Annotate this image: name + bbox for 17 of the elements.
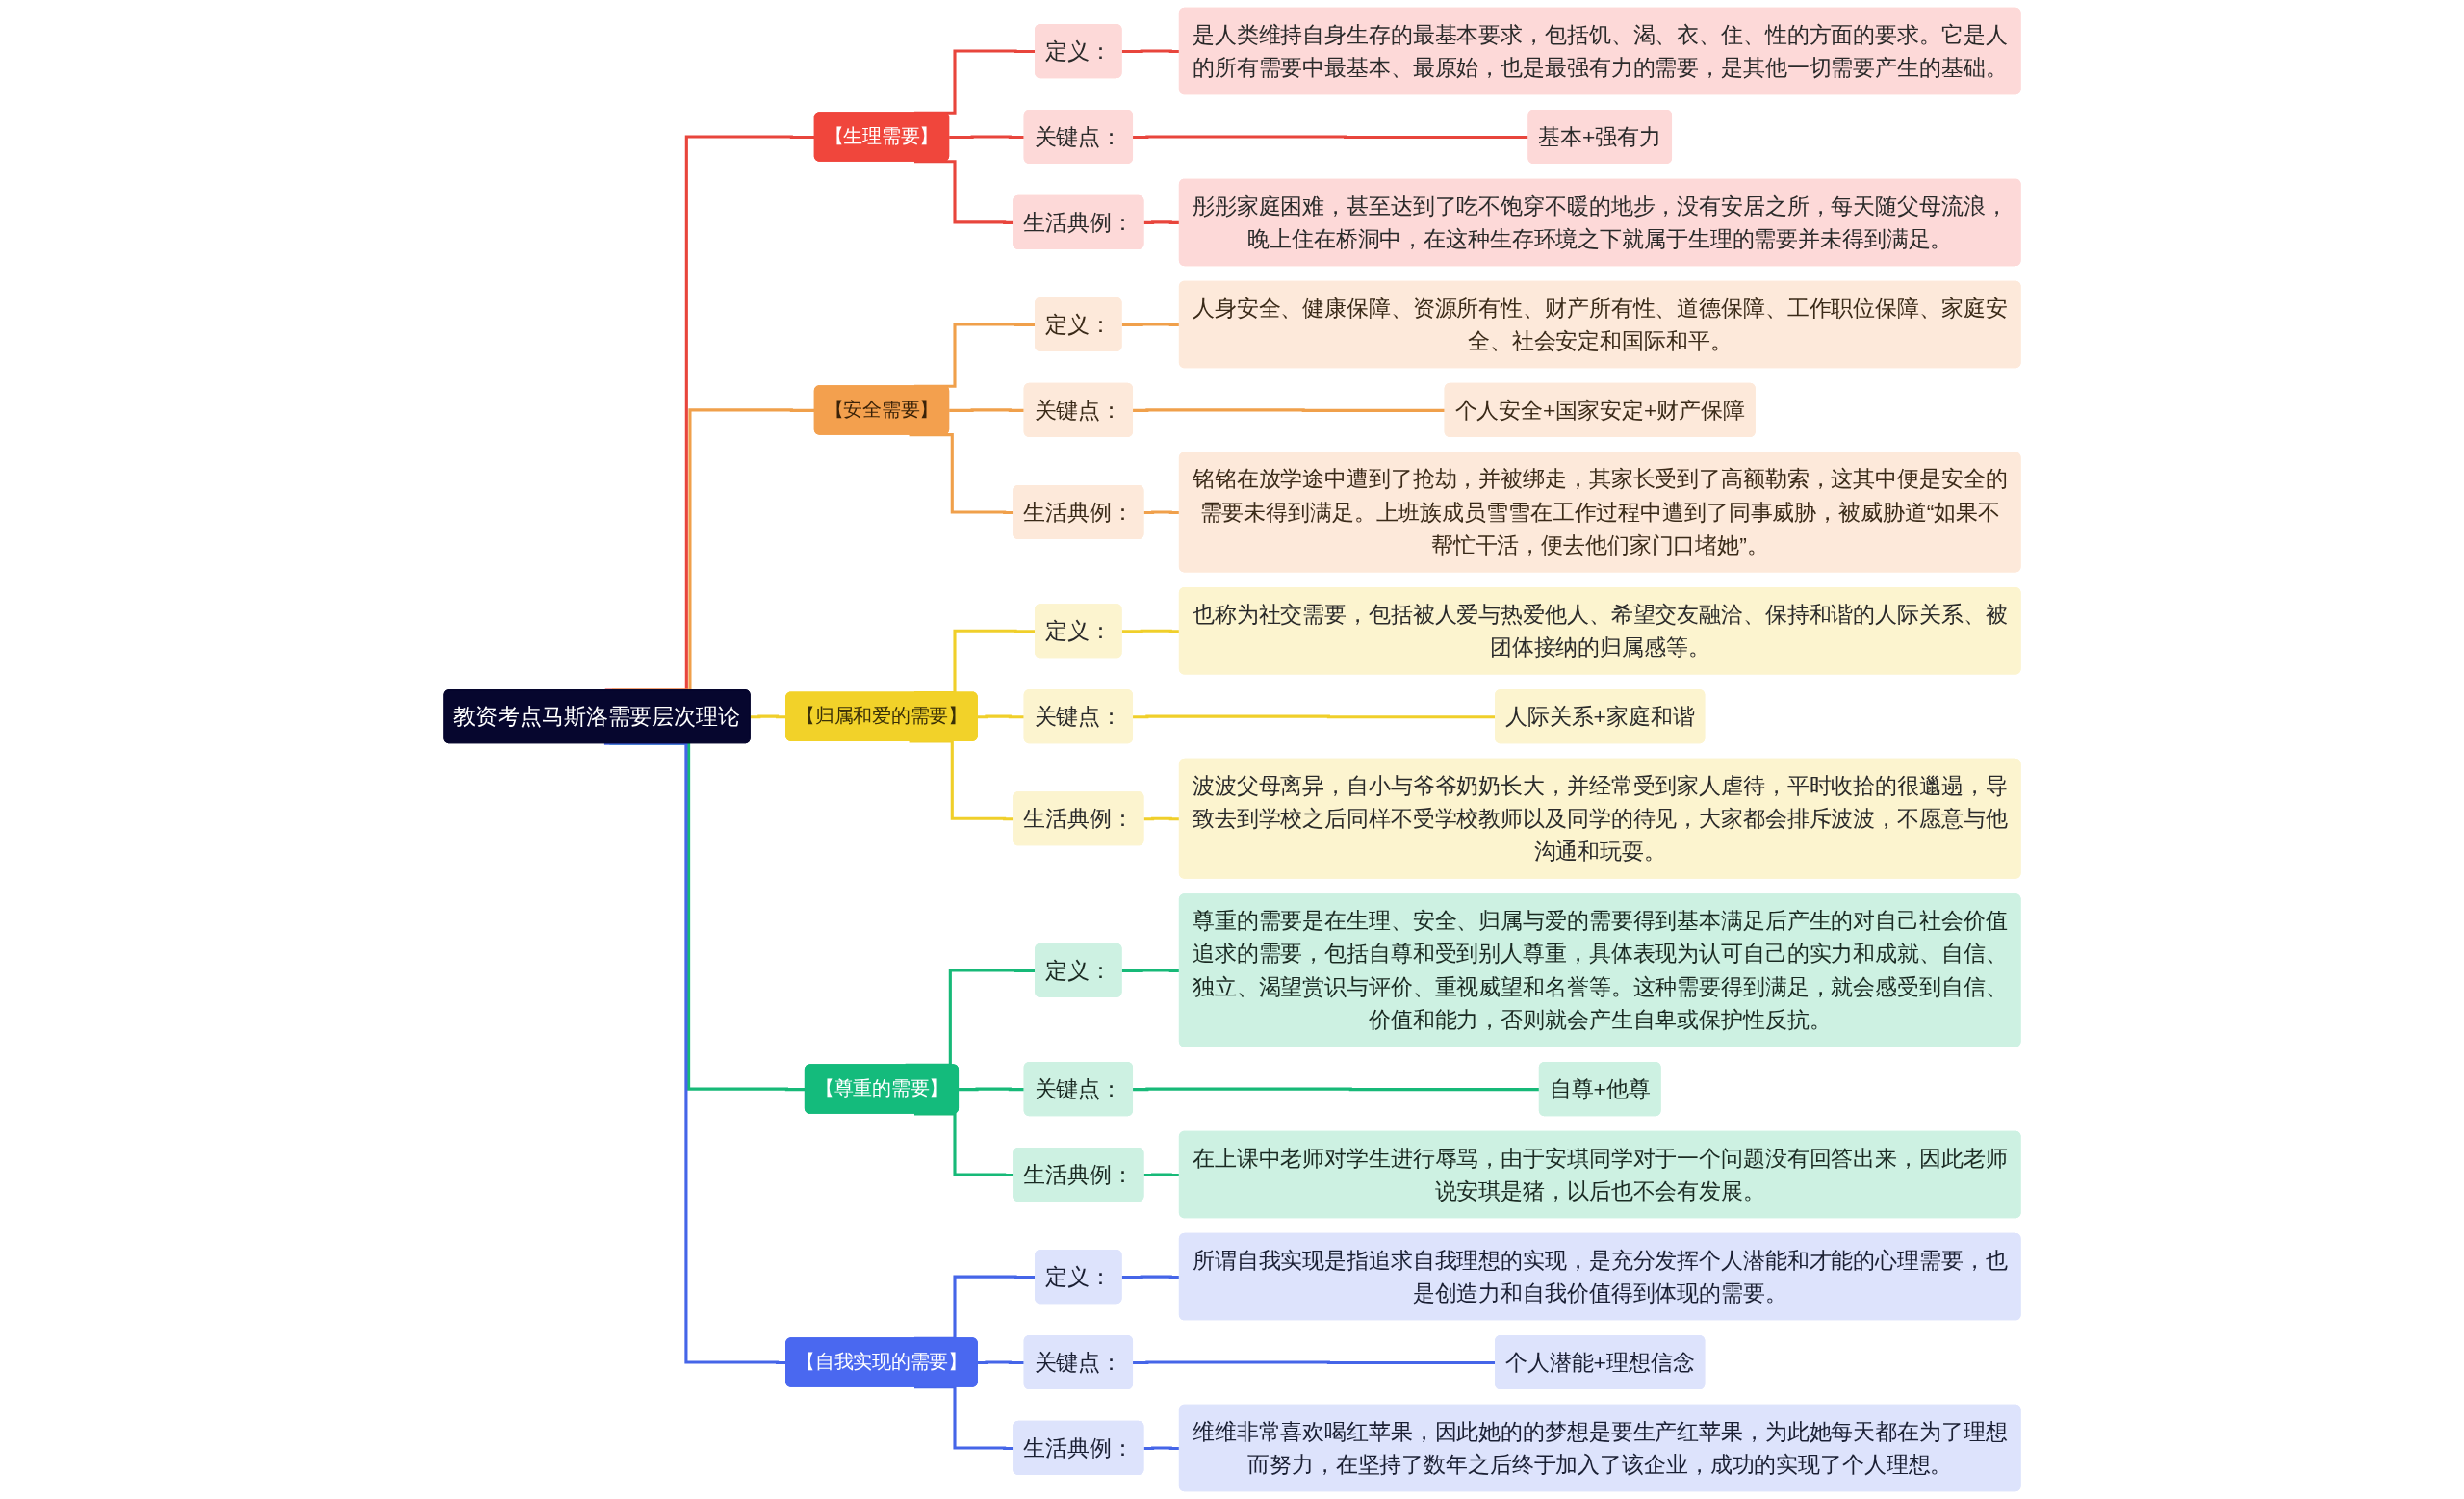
- connector: [1143, 220, 1180, 224]
- connector: [1133, 408, 1446, 412]
- connector: [1121, 969, 1180, 972]
- connector: [1143, 510, 1180, 515]
- connector: [1143, 816, 1180, 821]
- connector: [1133, 1087, 1540, 1092]
- connector: [977, 714, 1025, 719]
- connector: [977, 1360, 1025, 1365]
- connector: [949, 135, 1025, 140]
- connector: [1143, 1173, 1180, 1177]
- connector: [949, 408, 1025, 412]
- connector: [1121, 49, 1180, 54]
- connector: [1121, 1275, 1180, 1279]
- connector: [1143, 1446, 1180, 1451]
- connector: [1121, 323, 1180, 327]
- connector: [959, 1087, 1025, 1092]
- connector: [1121, 629, 1180, 633]
